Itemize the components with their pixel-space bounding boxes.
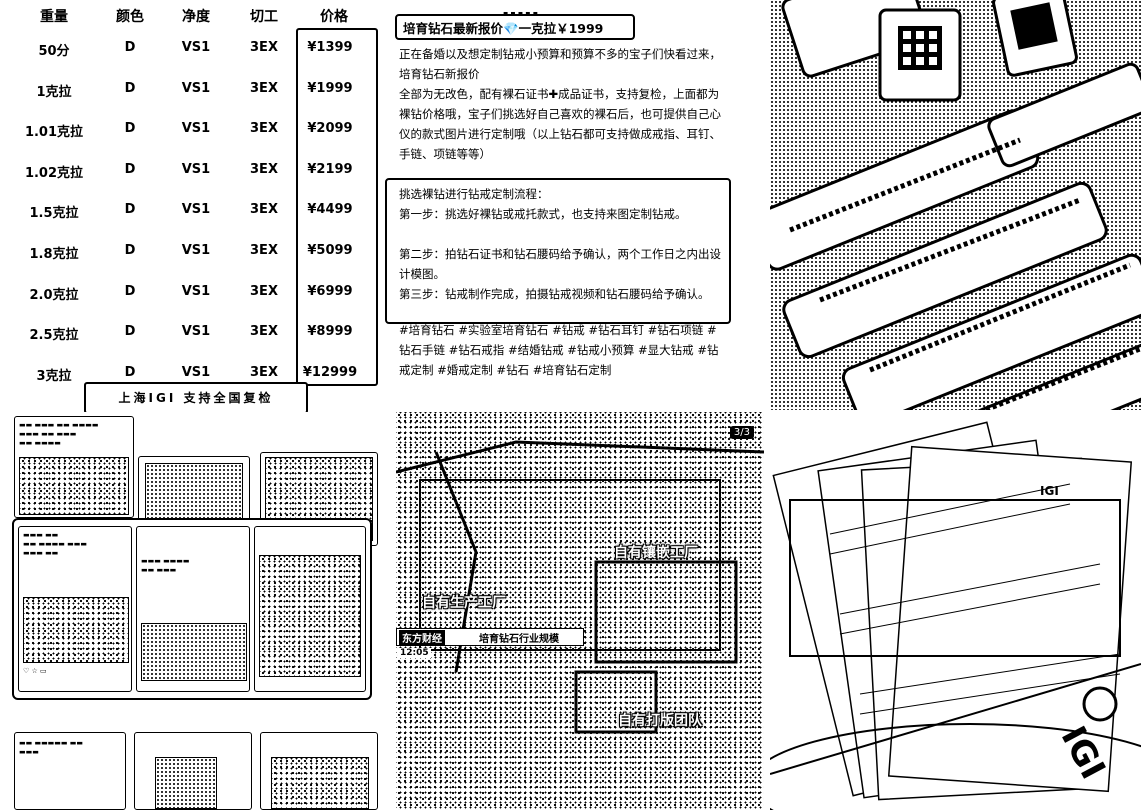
table-cell-weight: 50分 [38, 44, 70, 59]
table-cell-clarity: VS1 [181, 161, 211, 177]
table-cell-clarity: VS1 [181, 364, 211, 380]
table-cell-color: D [124, 40, 136, 55]
header-color: 颜色 [116, 9, 144, 25]
tray-illustration [770, 0, 1141, 410]
table-cell-price: ¥4499 [307, 202, 353, 218]
intro-paragraph: 正在备婚以及想定制钻戒小预算和预算不多的宝子们快看过来，培育钻石新报价 [399, 47, 721, 81]
table-cell-clarity: VS1 [181, 121, 211, 137]
step-2: 第二步：拍钻石证书和钻石腰码给予确认，两个工作日之内出设计模图。 [399, 247, 721, 281]
table-cell-clarity: VS1 [181, 283, 211, 299]
table-cell-color: D [124, 121, 136, 137]
steps-box [385, 178, 731, 324]
table-cell-price: ¥1399 [307, 40, 353, 55]
diamond-tray-photo [770, 0, 1141, 410]
review-card [134, 732, 252, 810]
header-clarity: 净度 [182, 9, 210, 25]
review-card: ▬▬▬ ▬▬▬▬▬▬ ▬▬▬ [136, 526, 250, 692]
price-column-highlight [296, 28, 378, 386]
table-cell-cut: 3EX [250, 80, 278, 96]
certificates-illustration [770, 421, 1141, 810]
table-cell-cut: 3EX [250, 161, 278, 177]
details-paragraph: 全部为无改色，配有裸石证书✚成品证书，支持复检，上面都为裸钻价格哦，宝子们挑选好… [399, 87, 721, 161]
page-badge: 3/3 [729, 426, 754, 439]
table-cell-price: ¥12999 [302, 364, 358, 380]
review-card: ▬▬ ▬▬▬▬▬ ▬▬▬▬▬ [14, 732, 126, 810]
table-cell-weight: 3克拉 [36, 368, 72, 384]
table-cell-weight: 1.02克拉 [24, 165, 84, 181]
label-design-team: 自有打版团队 [618, 713, 702, 729]
top-dots: ▪▪▪▪▪ [503, 9, 541, 18]
table-cell-cut: 3EX [250, 283, 278, 299]
table-cell-price: ¥6999 [307, 283, 353, 299]
table-cell-color: D [124, 364, 136, 380]
table-cell-clarity: VS1 [181, 243, 211, 258]
table-cell-weight: 1.01克拉 [24, 125, 84, 141]
table-cell-clarity: VS1 [181, 80, 211, 96]
table-cell-color: D [124, 324, 136, 340]
hashtags: #培育钻石 #实验室培育钻石 #钻戒 #钻石耳钉 #钻石项链 #钻石手链 #钻石… [399, 323, 719, 377]
review-card: ▬▬▬ ▬▬▬▬ ▬▬▬▬ ▬▬▬▬▬▬ ▬▬ ♡ ☆ ▭ [18, 526, 132, 692]
video-time: 12:05 [398, 648, 431, 658]
table-cell-weight: 1.5克拉 [29, 206, 79, 222]
table-cell-clarity: VS1 [181, 324, 211, 340]
table-cell-color: D [124, 283, 136, 299]
step-3: 第三步：钻戒制作完成，拍摄钻戒视频和钻石腰码给予确认。 [399, 287, 710, 301]
table-cell-weight: 2.5克拉 [29, 328, 79, 344]
review-card [260, 732, 378, 810]
table-cell-cut: 3EX [250, 243, 278, 258]
table-cell-weight: 2.0克拉 [29, 287, 79, 303]
table-cell-price: ¥2099 [307, 121, 353, 137]
post-title: 培育钻石最新报价💎一克拉￥1999 [395, 14, 635, 40]
table-cell-cut: 3EX [250, 121, 278, 137]
price-table: 重量 颜色 净度 切工 价格 50分 D VS1 3EX ¥1399 1克拉 D VS1 3EX… [14, 0, 378, 414]
factory-video-frame: 3/3 自有镶嵌工厂 自有生产工厂 东方财经 培育钻石行业规模 12:05 自有… [396, 412, 764, 810]
header-price: 价格 [320, 9, 348, 25]
igi-banner: 上海IGI 支持全国复检 [84, 382, 308, 414]
table-cell-cut: 3EX [250, 40, 278, 55]
table-cell-price: ¥5099 [307, 243, 353, 258]
table-cell-price: ¥1999 [307, 80, 353, 96]
table-cell-clarity: VS1 [181, 40, 211, 55]
highlighted-reviews: ▬▬▬ ▬▬▬▬ ▬▬▬▬ ▬▬▬▬▬▬ ▬▬ ♡ ☆ ▭ ▬▬▬ ▬▬▬▬▬▬… [12, 518, 372, 700]
table-cell-color: D [124, 243, 136, 258]
table-cell-cut: 3EX [250, 364, 278, 380]
table-cell-cut: 3EX [250, 324, 278, 340]
igi-certificates-photo: IGI IGI [770, 414, 1141, 810]
step-1: 第一步：挑选好裸钻或戒托款式，也支持来图定制钻戒。 [399, 207, 687, 221]
table-cell-color: D [124, 202, 136, 218]
review-card [254, 526, 366, 692]
table-cell-price: ¥2199 [307, 161, 353, 177]
table-cell-color: D [124, 161, 136, 177]
news-bar: 东方财经 培育钻石行业规模 [396, 628, 584, 646]
label-production-factory: 自有生产工厂 [422, 595, 506, 611]
table-cell-weight: 1克拉 [36, 84, 72, 100]
table-cell-clarity: VS1 [181, 202, 211, 218]
table-cell-cut: 3EX [250, 202, 278, 218]
news-title: 培育钻石行业规模 [479, 634, 559, 645]
table-cell-weight: 1.8克拉 [29, 247, 79, 262]
factory-illustration [396, 440, 764, 734]
steps-title: 挑选裸钻进行钻戒定制流程： [399, 187, 549, 201]
description-column: ▪▪▪▪▪ 培育钻石最新报价💎一克拉￥1999 正在备婚以及想定制钻戒小预算和预… [385, 0, 765, 410]
header-cut: 切工 [250, 9, 278, 25]
review-collage: ▬▬ ▬▬▬ ▬▬ ▬▬▬▬▬▬▬ ▬▬ ▬▬▬▬▬ ▬▬▬▬ ▬▬▬ ▬▬▬▬… [10, 412, 382, 810]
label-inlay-factory: 自有镶嵌工厂 [614, 545, 698, 561]
review-card: ▬▬ ▬▬▬ ▬▬ ▬▬▬▬▬▬▬ ▬▬ ▬▬▬▬▬ ▬▬▬▬ [14, 416, 134, 518]
igi-logo-small: IGI [1040, 484, 1059, 498]
header-weight: 重量 [40, 9, 68, 25]
table-cell-color: D [124, 80, 136, 96]
table-cell-price: ¥8999 [307, 324, 353, 340]
news-tag: 东方财经 [399, 630, 445, 645]
